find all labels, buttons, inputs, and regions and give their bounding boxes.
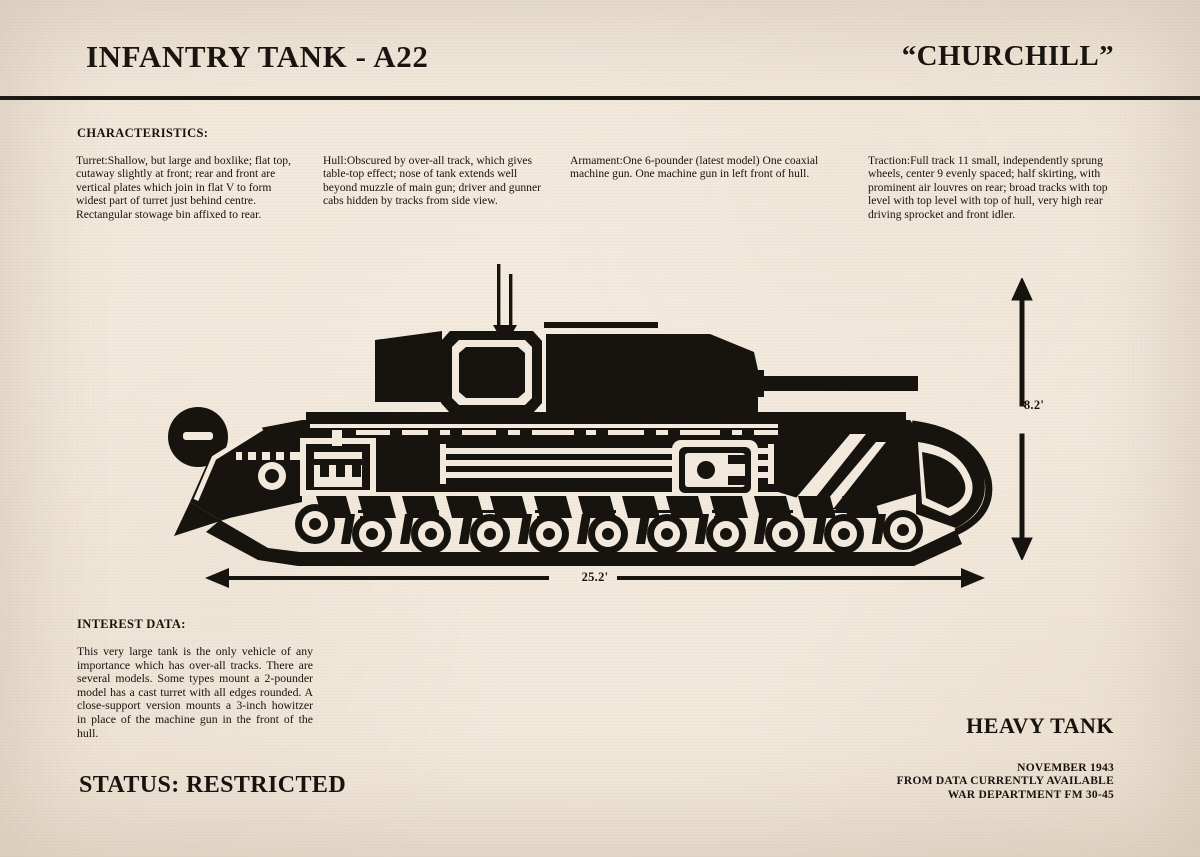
spec-label-traction: Traction:: [868, 154, 911, 167]
spec-text-hull: Obscured by over-all track, which gives …: [323, 154, 541, 208]
driver-cab-hatch: [236, 452, 310, 460]
antenna-front: [509, 274, 513, 328]
spec-entry-turret: Turret: Shallow, but large and boxlike; …: [76, 154, 298, 221]
hull-side-louvre-panel: [440, 444, 774, 484]
header-divider-rule: [0, 96, 1200, 100]
footer-metadata: NOVEMBER 1943 FROM DATA CURRENTLY AVAILA…: [897, 762, 1114, 802]
spec-label-hull: Hull:: [323, 154, 347, 167]
road-wheel: [411, 514, 451, 554]
characteristics-heading: CHARACTERISTICS:: [77, 126, 209, 140]
dimension-line-lower: [1019, 433, 1025, 541]
idler-hub-slot: [183, 432, 213, 440]
tank-svg: [168, 264, 993, 566]
length-dimension-label: 25.2': [581, 570, 609, 584]
vehicle-class-label: HEAVY TANK: [966, 713, 1114, 738]
spec-label-armament: Armament:: [570, 154, 623, 167]
length-dimension-arrow: [205, 565, 985, 591]
cupola-inner-face: [459, 347, 525, 398]
road-wheel: [765, 514, 805, 554]
road-wheel: [647, 514, 687, 554]
dimension-line-left: [227, 576, 549, 580]
interest-data-heading: INTEREST DATA:: [77, 617, 186, 631]
arrowhead-up: [1011, 278, 1033, 301]
arrowhead-left: [205, 568, 229, 588]
stowage-bin-top-edge: [375, 331, 442, 345]
road-wheel: [470, 514, 510, 554]
main-gun-barrel: [756, 376, 918, 391]
height-dimension-arrow: [1000, 278, 1044, 560]
footer-document-ref: WAR DEPARTMENT FM 30-45: [947, 788, 1114, 801]
track-guard-detail-strip: [310, 424, 906, 446]
spec-text-traction: Full track 11 small, independently sprun…: [868, 154, 1108, 221]
spec-text-turret: Shallow, but large and boxlike; flat top…: [76, 154, 291, 221]
nose-edge-highlight: [193, 425, 264, 501]
upper-track-link-row: [316, 496, 880, 518]
suspension-arm-marks: [341, 514, 886, 544]
height-dimension-label: 8.2': [1023, 398, 1045, 412]
road-wheel: [352, 514, 392, 554]
spec-text-armament: One 6-pounder (latest model) One coaxial…: [570, 154, 819, 181]
road-wheel: [295, 504, 335, 544]
vehicle-nickname-title: “CHURCHILL”: [901, 40, 1114, 72]
arrowhead-down: [1011, 537, 1033, 560]
dimension-line-upper: [1019, 297, 1025, 407]
antenna-rear: [497, 264, 501, 328]
rear-hull-curve-accent: [911, 420, 993, 536]
tank-side-view-illustration: [150, 252, 1010, 572]
nose-idler-housing: [190, 420, 302, 520]
spec-label-turret: Turret:: [76, 154, 108, 167]
road-wheel: [529, 514, 569, 554]
status-badge: STATUS: RESTRICTED: [79, 772, 347, 798]
spec-entry-armament: Armament: One 6-pounder (latest model) O…: [570, 154, 845, 181]
rear-louvre-slash-2: [822, 442, 886, 508]
spec-entry-traction: Traction: Full track 11 small, independe…: [868, 154, 1122, 221]
track-pin-tick-marks: [358, 510, 852, 519]
page-title: INFANTRY TANK - A22: [86, 39, 429, 74]
road-wheel: [883, 510, 923, 550]
road-wheel: [824, 514, 864, 554]
nose-tip: [174, 502, 242, 536]
turret-body: [546, 334, 758, 415]
driver-visor-box: [300, 438, 376, 496]
road-wheel-group: [295, 504, 923, 554]
lower-track-link-dashes: [340, 552, 882, 557]
side-access-hatch: [672, 440, 758, 500]
road-wheel: [588, 514, 628, 554]
turret-stowage-bin: [375, 335, 442, 402]
hatch-vision-port: [697, 461, 715, 479]
rear-engine-deck: [778, 422, 916, 514]
footer-date: NOVEMBER 1943: [1017, 762, 1114, 774]
rear-louvre-slash-1: [796, 434, 866, 502]
antenna-base: [493, 325, 517, 332]
track-top-plate: [306, 412, 906, 420]
spec-entry-hull: Hull: Obscured by over-all track, which …: [323, 154, 541, 208]
footer-source-note: FROM DATA CURRENTLY AVAILABLE: [896, 775, 1114, 788]
interest-data-text: This very large tank is the only vehicle…: [77, 644, 313, 740]
gun-mantlet: [746, 370, 764, 397]
road-wheel: [706, 514, 746, 554]
turret-roof-rail: [544, 322, 658, 328]
hull-machine-gun-port: [265, 469, 279, 483]
dimension-line-right: [617, 576, 963, 580]
rear-sprocket-housing-core: [922, 452, 966, 508]
arrowhead-right: [961, 568, 985, 588]
